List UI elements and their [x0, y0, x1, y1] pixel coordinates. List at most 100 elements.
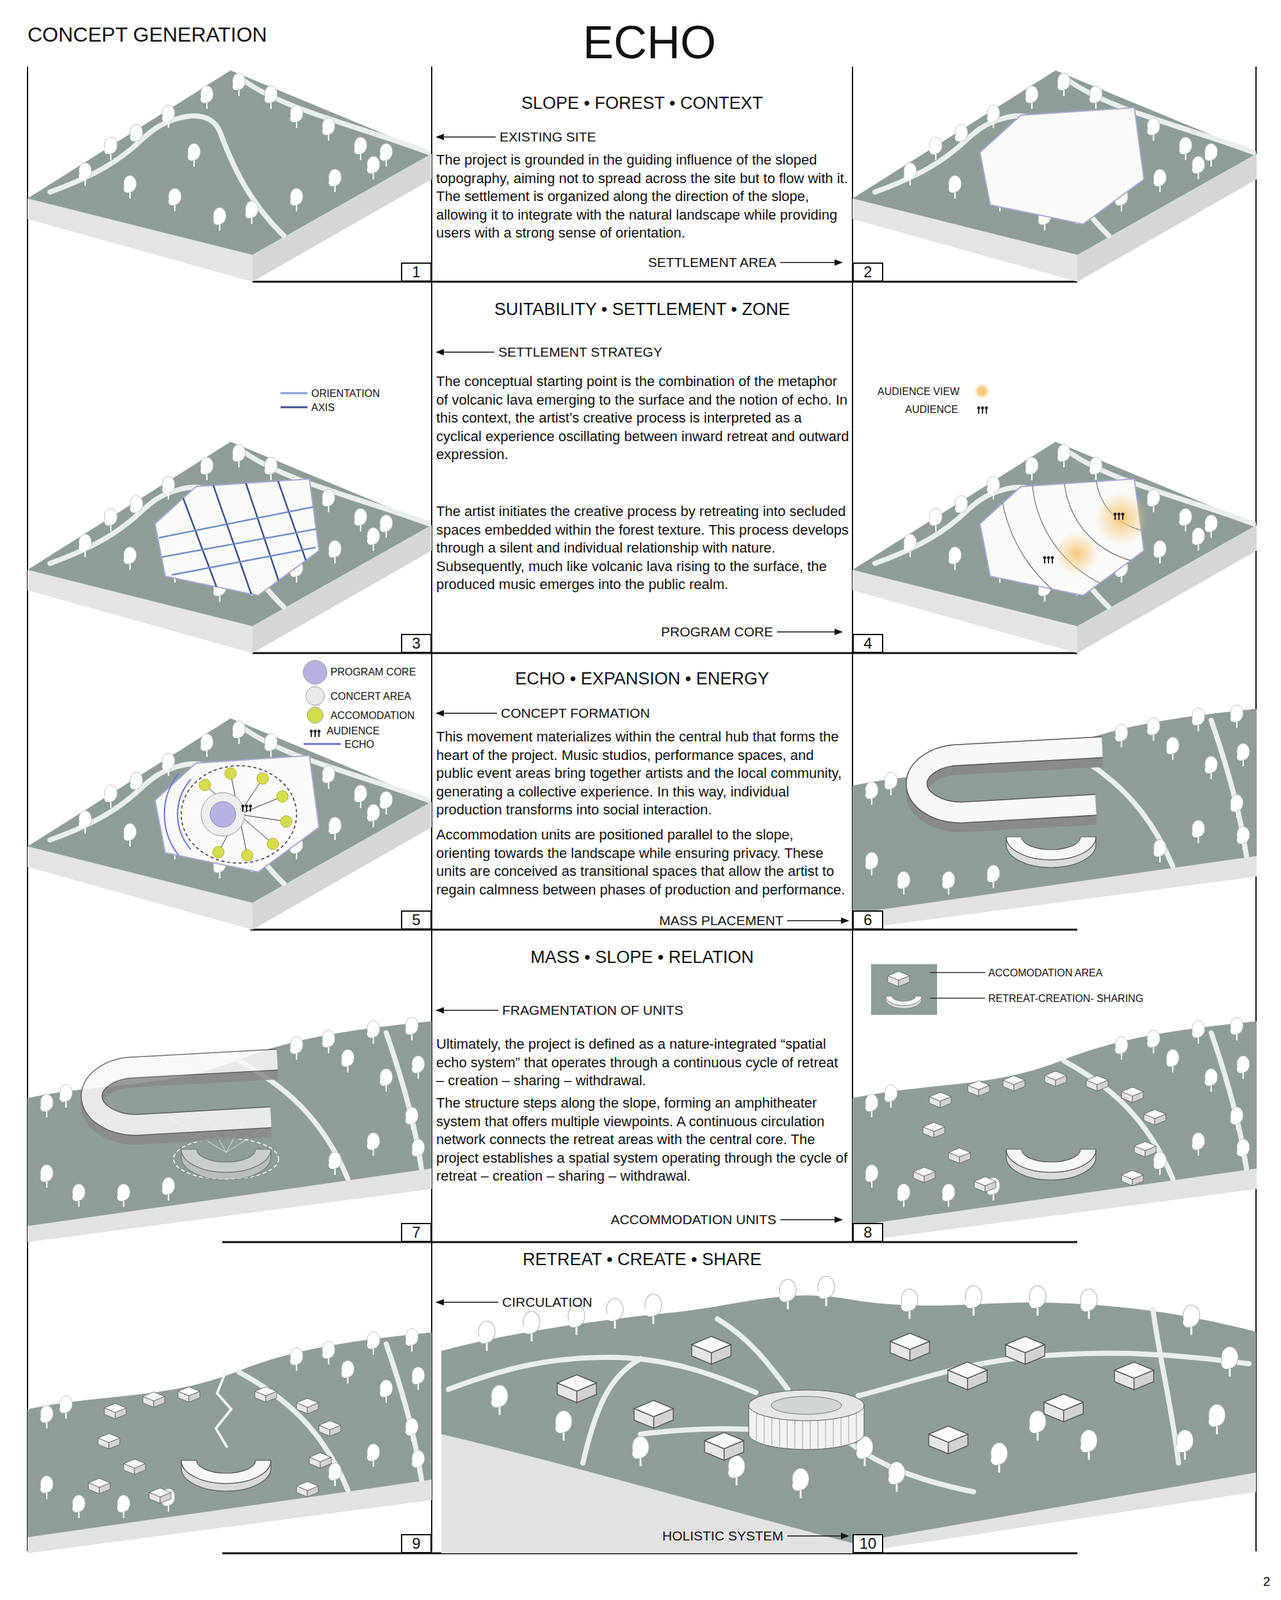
illustration-part: [91, 1060, 278, 1135]
callout-number: 9: [411, 1535, 421, 1553]
illustration-part: [256, 773, 269, 785]
illustration-part: [848, 1414, 850, 1444]
illustration-part: [435, 133, 496, 141]
illustration-part: [222, 1241, 1078, 1244]
illustration-part: [238, 778, 263, 815]
callout-label: SETTLEMENT STRATEGY: [498, 344, 663, 360]
illustration-part: [435, 349, 495, 356]
legend-text: ECHO: [344, 738, 375, 751]
illustration-part: [26, 66, 29, 1552]
illustration-part: [834, 628, 843, 636]
illustration-part: [441, 351, 495, 353]
callout-label: FRAGMENTATION OF UNITS: [502, 1003, 684, 1019]
legend-swatch: [305, 686, 325, 706]
illustration-part: [851, 66, 854, 1243]
illustration-part: [728, 1455, 745, 1486]
illustration-part: [787, 920, 842, 922]
illustration-part: [435, 710, 444, 717]
illustration-part: [1006, 837, 1096, 868]
illustration-part: [930, 997, 986, 999]
body-paragraph: Accommodation units are positioned paral…: [436, 826, 850, 900]
legend-text: PROGRAM CORE: [330, 666, 416, 679]
illustration-part: [491, 1385, 508, 1416]
illustration-part: [241, 849, 253, 862]
illustration-part: [201, 792, 245, 837]
illustration-part: [149, 1488, 172, 1504]
illustration-part: [215, 1371, 232, 1449]
illustration-part: [104, 1403, 127, 1420]
illustration-part: [974, 1177, 996, 1193]
illustration-part: [1152, 1309, 1179, 1464]
illustration-part: [199, 779, 211, 792]
illustration-part: [1080, 1289, 1098, 1320]
illustration-part: [787, 917, 850, 925]
legend-text: AUDIENCE: [905, 403, 959, 416]
panel-settlement-area: [852, 70, 1257, 282]
section-heading: MASS • SLOPE • RELATION: [431, 947, 853, 968]
illustration-part: [27, 70, 432, 282]
illustration-part: [212, 846, 225, 859]
illustration-part: [441, 1295, 1257, 1544]
illustration-part: [999, 320, 1281, 628]
illustration-part: [644, 1294, 662, 1325]
frame-lines: [27, 66, 1257, 1554]
illustration-part: [913, 1167, 936, 1184]
illustration-part: [1029, 1286, 1046, 1317]
illustration-part: [224, 767, 237, 780]
illustration-part: [833, 1416, 834, 1448]
callout-label: EXISTING SITE: [499, 129, 597, 145]
illustration-part: [947, 1362, 988, 1390]
illustration-part: [834, 1216, 843, 1224]
illustration-part: [780, 259, 843, 266]
section-heading: SLOPE • FOREST • CONTEXT: [431, 92, 853, 114]
panel-concept-formation: [27, 718, 432, 931]
illustration-part: [1086, 1076, 1109, 1092]
illustration-part: [181, 479, 313, 596]
legend-text: AXIS: [311, 401, 335, 414]
illustration-part: [1114, 1362, 1154, 1390]
illustration-part: [632, 1436, 649, 1467]
illustration-part: [478, 1321, 496, 1352]
section-heading: ECHO • EXPANSION • ENERGY: [431, 668, 853, 690]
illustration-part: [1121, 1087, 1144, 1103]
illustration-part: [810, 1418, 811, 1451]
callout-label: PROGRAM CORE: [660, 624, 774, 640]
panel-fragmentation: [27, 1017, 432, 1243]
illustration-part: [296, 1398, 319, 1415]
illustration-part: [1044, 1394, 1084, 1422]
illustration-part: [123, 1459, 146, 1476]
illustration-part: [210, 801, 236, 828]
illustration-part: [792, 1468, 809, 1499]
illustration-part: [142, 1392, 165, 1408]
illustration-part: [840, 1533, 850, 1540]
illustration-part: [856, 1412, 857, 1442]
illustration-part: [1094, 491, 1149, 546]
callout-number: 2: [863, 263, 872, 281]
panel-number-box: 6: [852, 910, 884, 931]
illustration-part: [1143, 1109, 1166, 1126]
illustration-part: [280, 406, 308, 409]
panel-existing-site: [27, 70, 432, 282]
illustration-part: [162, 528, 321, 558]
illustration-part: [303, 743, 341, 746]
illustration-part: [171, 547, 316, 576]
illustration-part: [840, 1415, 842, 1446]
panel-number-box: 10: [852, 1534, 884, 1554]
illustration-part: [435, 1007, 444, 1014]
central-hub: [748, 1390, 865, 1451]
illustration-part: [155, 479, 319, 596]
callout-label: MASS PLACEMENT: [659, 913, 784, 929]
illustration-part: [238, 796, 283, 815]
illustration-part: [27, 1329, 432, 1554]
illustration-part: [802, 1418, 804, 1451]
illustration-part: [173, 1138, 279, 1180]
illustration-part: [1113, 513, 1125, 521]
illustration-part: [310, 730, 321, 738]
body-paragraph: The structure steps along the slope, for…: [436, 1094, 850, 1187]
legend-text: RETREAT-CREATION- SHARING: [988, 992, 1144, 1005]
illustration-part: [181, 1149, 271, 1181]
illustration-part: [296, 1482, 319, 1498]
legend-swatch: [976, 385, 988, 398]
illustration-part: [967, 1081, 990, 1097]
